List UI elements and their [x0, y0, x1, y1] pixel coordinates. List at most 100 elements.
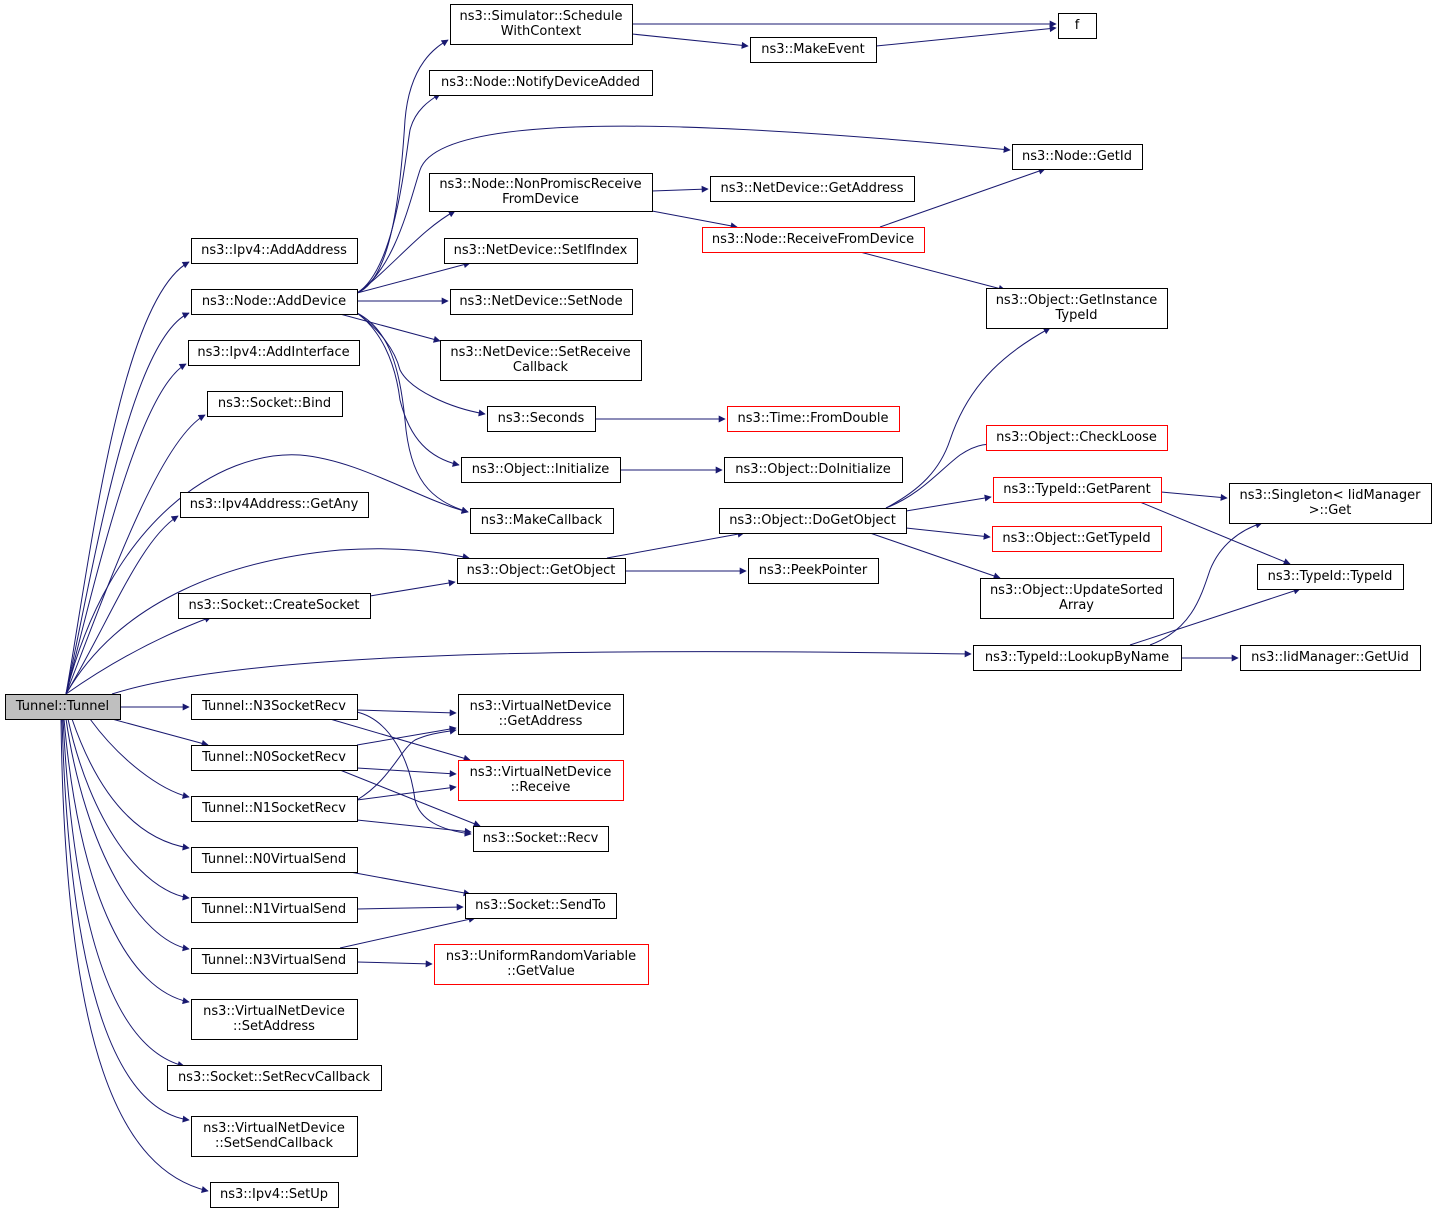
- node-makeevent[interactable]: ns3::MakeEvent: [750, 37, 877, 63]
- node-box: [191, 897, 358, 923]
- node-label: ns3::PeekPointer: [759, 563, 868, 578]
- node-label: ns3::Socket::SendTo: [475, 898, 606, 913]
- node-box: [458, 694, 624, 735]
- node-ipv4-setup[interactable]: ns3::Ipv4::SetUp: [210, 1182, 339, 1208]
- node-n3socketrecv[interactable]: Tunnel::N3SocketRecv: [191, 694, 358, 720]
- edge-schedule-makeevent: [631, 33, 749, 49]
- node-label: ns3::VirtualNetDevice: [470, 699, 612, 714]
- node-label: ns3::VirtualNetDevice: [203, 1121, 345, 1136]
- edge-n3socketrecv-vndgetaddress: [356, 709, 457, 717]
- node-urv-getvalue[interactable]: ns3::UniformRandomVariable::GetValue: [434, 944, 649, 985]
- node-box: [167, 1065, 382, 1091]
- node-label: ns3::Simulator::Schedule: [459, 9, 622, 24]
- edge-dogetobject-getparent: [905, 494, 992, 512]
- node-label: ns3::Socket::SetRecvCallback: [178, 1070, 371, 1085]
- node-box: [191, 1116, 358, 1157]
- node-n0virtualsend[interactable]: Tunnel::N0VirtualSend: [191, 847, 358, 873]
- node-node-receivefromdevice[interactable]: ns3::Node::ReceiveFromDevice: [702, 227, 925, 253]
- node-vnd-setsendcallback[interactable]: ns3::VirtualNetDevice::SetSendCallback: [191, 1116, 358, 1157]
- node-netdevice-getaddress[interactable]: ns3::NetDevice::GetAddress: [710, 176, 915, 202]
- node-makecallback[interactable]: ns3::MakeCallback: [470, 508, 614, 534]
- node-socket-createsocket[interactable]: ns3::Socket::CreateSocket: [178, 593, 371, 619]
- node-box: [191, 796, 358, 822]
- node-ipv4-addaddress[interactable]: ns3::Ipv4::AddAddress: [191, 238, 358, 264]
- node-netdevice-setnode[interactable]: ns3::NetDevice::SetNode: [450, 289, 633, 315]
- node-peekpointer[interactable]: ns3::PeekPointer: [748, 558, 879, 584]
- node-object-initialize[interactable]: ns3::Object::Initialize: [461, 457, 621, 483]
- node-vnd-getaddress[interactable]: ns3::VirtualNetDevice::GetAddress: [458, 694, 624, 735]
- node-label: ns3::Ipv4::AddAddress: [201, 243, 347, 258]
- node-socket-sendto[interactable]: ns3::Socket::SendTo: [465, 893, 617, 919]
- node-iidmanager-getuid[interactable]: ns3::IidManager::GetUid: [1240, 645, 1421, 671]
- node-label: ns3::Time::FromDouble: [738, 411, 889, 426]
- node-label: TypeId: [1055, 308, 1098, 323]
- node-label: ns3::NetDevice::SetIfIndex: [454, 243, 628, 258]
- node-socket-recv[interactable]: ns3::Socket::Recv: [473, 826, 609, 852]
- node-ipv4address-getany[interactable]: ns3::Ipv4Address::GetAny: [180, 492, 369, 518]
- edge-tunnel-typeid-lookupbyname: [111, 650, 972, 695]
- node-n1socketrecv[interactable]: Tunnel::N1SocketRecv: [191, 796, 358, 822]
- node-socket-bind[interactable]: ns3::Socket::Bind: [207, 391, 343, 417]
- edge-adddevice-notify: [356, 93, 441, 294]
- node-ipv4-addinterface[interactable]: ns3::Ipv4::AddInterface: [188, 340, 360, 366]
- node-socket-setrecvcallback[interactable]: ns3::Socket::SetRecvCallback: [167, 1065, 382, 1091]
- edge-nonpromisc-getaddress: [651, 185, 709, 193]
- node-vnd-setaddress[interactable]: ns3::VirtualNetDevice::SetAddress: [191, 999, 358, 1040]
- node-node-adddevice[interactable]: ns3::Node::AddDevice: [191, 289, 358, 315]
- node-f[interactable]: f: [1058, 13, 1097, 39]
- node-typeid-lookupbyname[interactable]: ns3::TypeId::LookupByName: [973, 645, 1182, 671]
- node-box: [980, 578, 1174, 619]
- node-box: [429, 70, 653, 96]
- edge-n1socketrecv-recv: [356, 819, 472, 835]
- edge-tunnel-ipv4address-getany: [65, 515, 179, 695]
- node-box: [440, 340, 642, 381]
- node-box: [993, 477, 1162, 503]
- node-box: [178, 593, 371, 619]
- node-typeid-typeid[interactable]: ns3::TypeId::TypeId: [1257, 564, 1404, 590]
- node-time-fromdouble[interactable]: ns3::Time::FromDouble: [727, 406, 900, 432]
- node-singleton-get[interactable]: ns3::Singleton< IidManager >::Get: [1229, 483, 1432, 524]
- node-box: [434, 944, 649, 985]
- node-n0socketrecv[interactable]: Tunnel::N0SocketRecv: [191, 745, 358, 771]
- node-box: [724, 457, 903, 483]
- edge-tunnel-n0virtualsend: [71, 718, 190, 851]
- node-box: [710, 176, 915, 202]
- node-n1virtualsend[interactable]: Tunnel::N1VirtualSend: [191, 897, 358, 923]
- edge-n0socketrecv-vndreceive: [356, 767, 457, 778]
- node-vnd-receive[interactable]: ns3::VirtualNetDevice::Receive: [458, 760, 624, 801]
- node-tunnel: Tunnel::Tunnel: [5, 694, 121, 720]
- edge-tunnel-n1virtualsend: [67, 718, 190, 901]
- node-label: Tunnel::N0VirtualSend: [201, 852, 346, 867]
- node-object-checkloose[interactable]: ns3::Object::CheckLoose: [986, 425, 1168, 451]
- node-node-notifydeviceadded[interactable]: ns3::Node::NotifyDeviceAdded: [429, 70, 653, 96]
- node-object-gettypeid[interactable]: ns3::Object::GetTypeId: [992, 526, 1162, 552]
- node-n3virtualsend[interactable]: Tunnel::N3VirtualSend: [191, 948, 358, 974]
- node-label: Tunnel::N1SocketRecv: [201, 801, 346, 816]
- node-box: [444, 238, 638, 264]
- node-box: [470, 508, 614, 534]
- node-node-getid[interactable]: ns3::Node::GetId: [1012, 144, 1143, 170]
- edge-receivefromdevice-getinstancetypeid: [859, 251, 1006, 292]
- node-seconds[interactable]: ns3::Seconds: [487, 406, 596, 432]
- node-object-doinitialize[interactable]: ns3::Object::DoInitialize: [724, 457, 903, 483]
- node-label: ::Receive: [511, 780, 571, 795]
- node-label: ns3::VirtualNetDevice: [470, 765, 612, 780]
- node-box: [458, 760, 624, 801]
- node-netdevice-setifindex[interactable]: ns3::NetDevice::SetIfIndex: [444, 238, 638, 264]
- node-label: Tunnel::N3SocketRecv: [201, 699, 346, 714]
- node-object-dogetobject[interactable]: ns3::Object::DoGetObject: [719, 508, 907, 534]
- edge-adddevice-nonpromisc: [356, 210, 456, 294]
- node-typeid-getparent[interactable]: ns3::TypeId::GetParent: [993, 477, 1162, 503]
- node-object-getobject[interactable]: ns3::Object::GetObject: [457, 558, 626, 584]
- node-box: [429, 173, 653, 212]
- node-label: FromDevice: [502, 192, 579, 207]
- node-label: WithContext: [501, 24, 581, 39]
- node-label: ns3::Socket::CreateSocket: [188, 598, 359, 613]
- edge-n3virtualsend-getvalue: [356, 960, 433, 968]
